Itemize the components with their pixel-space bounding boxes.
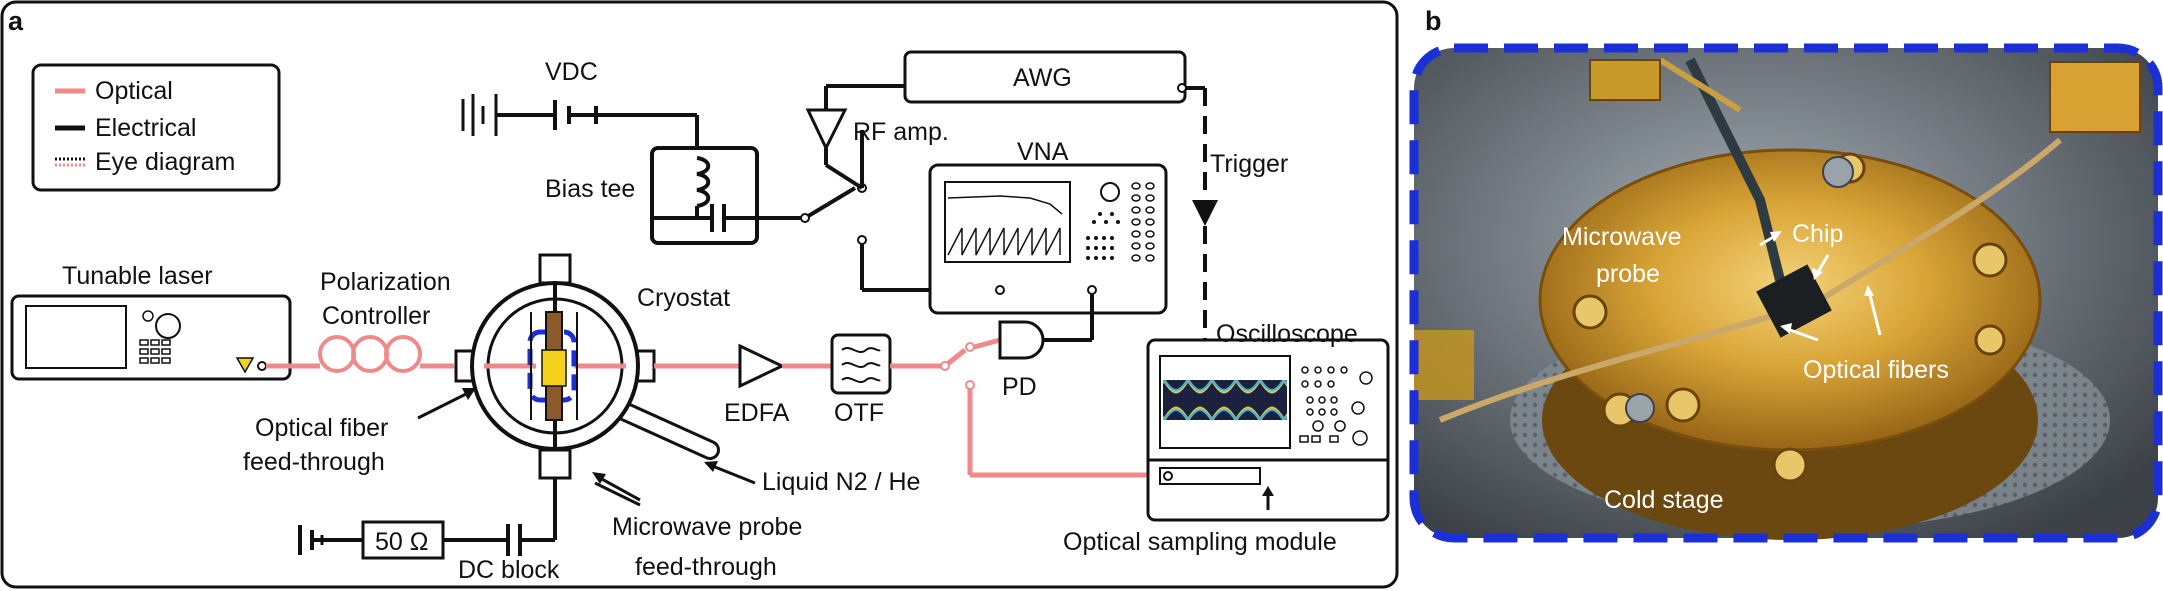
resistor-box [361, 520, 445, 560]
optical-fiber-left [1438, 307, 1791, 423]
chip [1756, 264, 1832, 338]
pol-controller-label-2: Controller [322, 302, 430, 330]
vna-label: VNA [1017, 138, 1069, 166]
photo-label-chip: Chip [1792, 220, 1843, 248]
pd-symbol [998, 320, 1045, 360]
cryostat [454, 253, 720, 480]
cryostat-label: Cryostat [637, 284, 730, 312]
fiber-feedthrough-label-2: feed-through [243, 448, 385, 476]
polarization-controller [266, 335, 454, 373]
liquid-label: Liquid N2 / He [762, 468, 920, 496]
panel-a: a Optical Electrical Eye diagram V [0, 0, 1399, 589]
vna-instrument [928, 163, 1168, 315]
photo-clamp [2049, 61, 2141, 133]
mw-feedthrough-label-2: feed-through [635, 553, 777, 581]
panel-a-label: a [8, 6, 24, 36]
photo-label-microwave-1: Microwave [1562, 223, 1681, 251]
eye-diagram [1163, 380, 1287, 420]
edfa-label: EDFA [724, 399, 790, 427]
oscilloscope [1146, 338, 1390, 522]
vdc-label: VDC [545, 58, 598, 86]
otf-label: OTF [834, 399, 884, 427]
liquid-arrow-line [709, 463, 756, 485]
fiber-feedthrough-label-1: Optical fiber [255, 414, 388, 442]
sampling-module-slot [1159, 467, 1261, 485]
optical-path [654, 294, 1160, 478]
photo-screw-heads [1625, 156, 1854, 423]
microwave-probe-cable [1685, 57, 1785, 282]
photo-frame [1409, 43, 2163, 543]
legend-electrical: Electrical [95, 114, 196, 142]
laser-warning-icon [235, 357, 255, 374]
rf-amp-label: RF amp. [853, 118, 949, 146]
dc-termination: 50 Ω [298, 478, 557, 560]
optical-fiber-right [1818, 137, 2062, 303]
tunable-laser [10, 294, 292, 381]
bias-tee-label: Bias tee [545, 175, 635, 203]
photo-label-cold-stage: Cold stage [1604, 486, 1724, 514]
mw-feedthrough-label-1: Microwave probe [612, 513, 802, 541]
oscilloscope-label: Oscilloscope [1216, 320, 1358, 348]
photo-label-optical-fibers: Optical fibers [1803, 356, 1949, 384]
photo-label-microwave-2: probe [1596, 260, 1660, 288]
legend: Optical Electrical Eye diagram [31, 63, 281, 192]
resistor-label: 50 Ω [375, 528, 428, 556]
panel-b: b [1409, 6, 2163, 543]
bias-tee [650, 146, 805, 245]
panel-a-frame [0, 0, 1399, 589]
sampling-module-label: Optical sampling module [1063, 528, 1337, 556]
legend-box [31, 63, 281, 192]
photo-arrows [1759, 231, 1882, 342]
mw-arrow-line [594, 481, 641, 507]
awg-instrument: AWG [903, 50, 1218, 340]
pol-controller-label-1: Polarization [320, 268, 451, 296]
tunable-laser-label: Tunable laser [62, 262, 213, 290]
awg-label: AWG [1013, 64, 1072, 92]
trigger-label: Trigger [1210, 150, 1288, 178]
liquid-arrow-head [704, 461, 718, 472]
annotation-arrows [417, 388, 1274, 510]
legend-optical: Optical [95, 77, 173, 105]
edfa-symbol [738, 343, 786, 389]
dc-block-label: DC block [458, 556, 560, 584]
pd-label: PD [1002, 373, 1037, 401]
panel-b-label: b [1425, 6, 1442, 36]
legend-eye: Eye diagram [95, 148, 235, 176]
otf-symbol [830, 333, 892, 395]
